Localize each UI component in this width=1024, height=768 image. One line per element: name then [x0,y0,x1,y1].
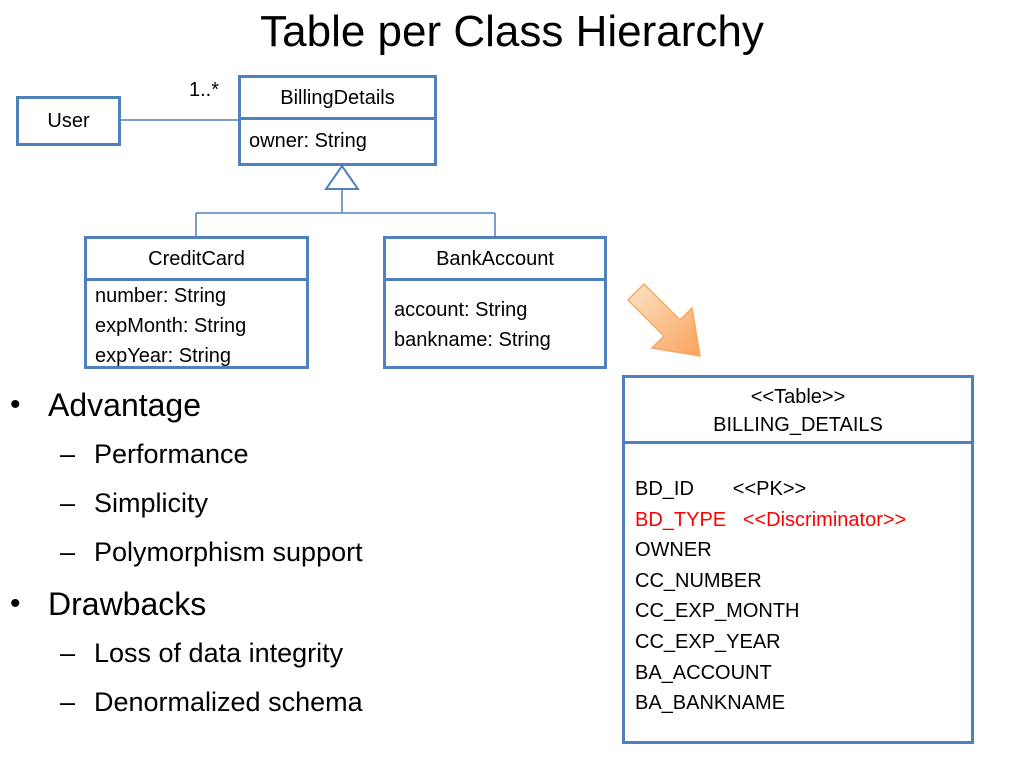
sub-bullet: – Loss of data integrity [10,629,550,678]
table-column: BD_TYPE <<Discriminator>> [635,508,907,531]
bullet-drawbacks: • Drawbacks [10,579,550,629]
uml-class-name: BillingDetails [241,78,434,120]
table-column: BD_ID <<PK>> [635,478,807,500]
bullet-dot-icon: • [10,587,21,620]
inheritance-triangle-icon [324,164,360,190]
uml-class-user: User [16,96,121,146]
uml-attribute: account: String [394,299,528,321]
association-multiplicity: 1..* [189,79,220,101]
table-column: CC_EXP_MONTH [635,600,800,623]
uml-class-billing-details: BillingDetails owner: String [238,75,437,166]
bullet-label: Drawbacks [48,586,207,622]
uml-class-name: BankAccount [386,239,604,281]
db-table-billing-details: <<Table>> BILLING_DETAILS BD_ID <<PK>>BD… [622,375,974,744]
table-stereotype: <<Table>> [750,386,846,408]
sub-bullet-label: Denormalized schema [94,687,363,717]
dash-icon: – [60,537,76,567]
table-column: OWNER [635,539,712,562]
slide-title: Table per Class Hierarchy [260,7,764,56]
sub-bullet: – Simplicity [10,479,550,528]
table-column: CC_NUMBER [635,569,762,592]
bullet-dot-icon: • [10,388,21,421]
table-header: <<Table>> BILLING_DETAILS [625,378,971,444]
sub-bullet-label: Polymorphism support [94,537,363,567]
uml-attribute: number: String [95,285,227,307]
sub-bullet-label: Performance [94,439,249,469]
sub-bullet: – Performance [10,430,550,479]
uml-attribute: expMonth: String [95,315,247,337]
sub-bullet-label: Simplicity [94,488,209,518]
sub-bullet: – Polymorphism support [10,528,550,577]
uml-attribute: bankname: String [394,329,551,351]
uml-attributes: number: String expMonth: String expYear:… [87,281,306,371]
dash-icon: – [60,638,76,668]
table-columns: BD_ID <<PK>> BD_TYPE <<Discriminator>> OWN… [625,444,971,719]
uml-class-credit-card: CreditCard number: String expMonth: Stri… [84,236,309,369]
sub-bullet-label: Loss of data integrity [94,638,344,668]
uml-attribute: owner: String [249,130,367,152]
uml-class-bank-account: BankAccount account: String bankname: St… [383,236,607,369]
table-column: BA_BANKNAME [635,692,786,715]
table-column: BA_ACCOUNT [635,661,772,684]
bullet-advantage: • Advantage [10,380,550,430]
uml-attributes: account: String bankname: String [386,281,604,355]
dash-icon: – [60,687,76,717]
bullet-list: • Advantage – Performance – Simplicity –… [10,380,550,727]
uml-attributes: owner: String [241,120,434,156]
dash-icon: – [60,439,76,469]
bullet-label: Advantage [48,387,202,423]
uml-class-name: User [47,110,90,132]
uml-attribute: expYear: String [95,345,232,367]
down-right-arrow-icon [626,282,701,357]
table-column: CC_EXP_YEAR [635,630,781,653]
dash-icon: – [60,488,76,518]
sub-bullet: – Denormalized schema [10,678,550,727]
table-name: BILLING_DETAILS [713,414,883,436]
uml-class-name: CreditCard [87,239,306,281]
